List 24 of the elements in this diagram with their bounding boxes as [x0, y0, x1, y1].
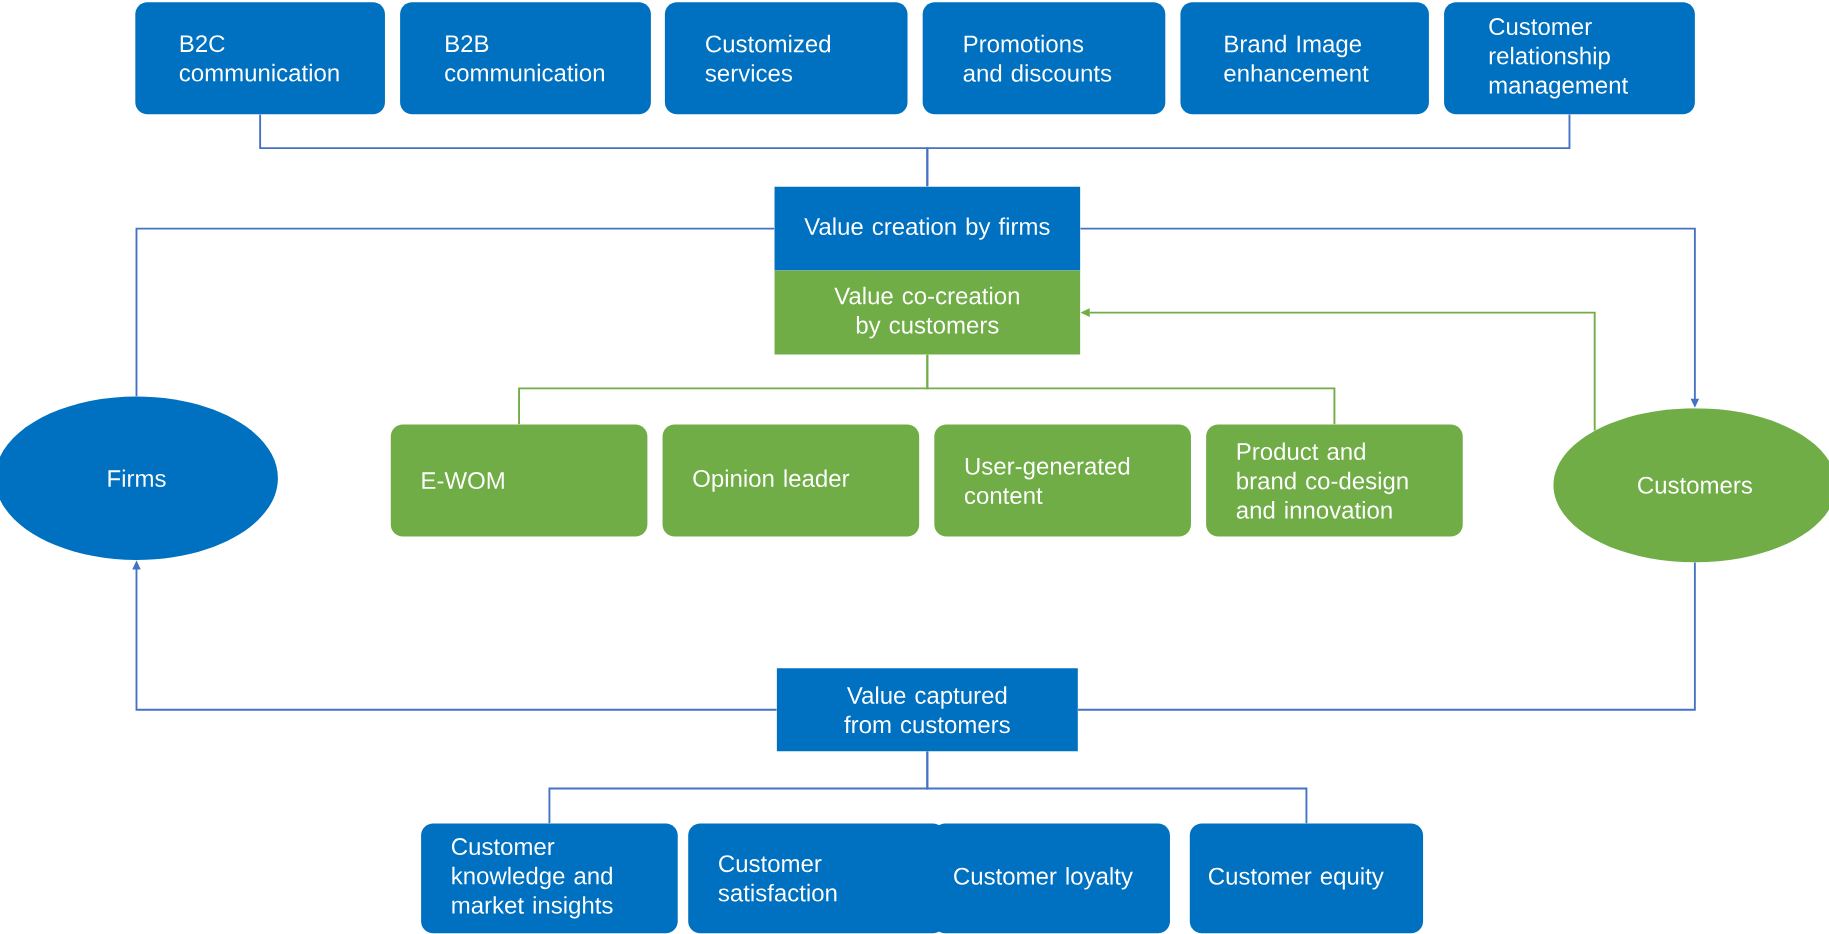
rounded-box: Opinion leader [662, 424, 920, 537]
heading-box: Value captured from customers [776, 668, 1078, 752]
connector-line [135, 227, 776, 398]
rounded-box: Customer equity [1189, 823, 1424, 933]
connector-line [926, 113, 1571, 188]
rounded-box: Customer knowledge and market insights [421, 823, 678, 933]
connector-line [926, 353, 1336, 426]
rounded-box: User-generated content [934, 424, 1191, 537]
rounded-box: B2C communication [135, 2, 385, 115]
rounded-box: Customized services [664, 2, 908, 115]
heading-box: Value creation by firms [774, 186, 1081, 271]
node-label: Customer loyalty [954, 866, 1133, 890]
rounded-box: Brand Image enhancement [1180, 2, 1429, 115]
rounded-box: Promotions and discounts [922, 2, 1166, 115]
heading-box: Value co-creation by customers [774, 270, 1081, 355]
rounded-box: B2B communication [400, 2, 651, 115]
connector-line [926, 750, 1308, 825]
node-label: Customer satisfaction [718, 855, 837, 902]
rounded-box: Customer satisfaction [688, 823, 945, 933]
rounded-box: E-WOM [390, 424, 648, 537]
rounded-box: Customer relationship management [1444, 2, 1695, 115]
rounded-box: Customer loyalty [933, 823, 1170, 933]
rounded-box: Product and brand co-design and innovation [1206, 424, 1463, 537]
connector-line [1077, 561, 1696, 711]
